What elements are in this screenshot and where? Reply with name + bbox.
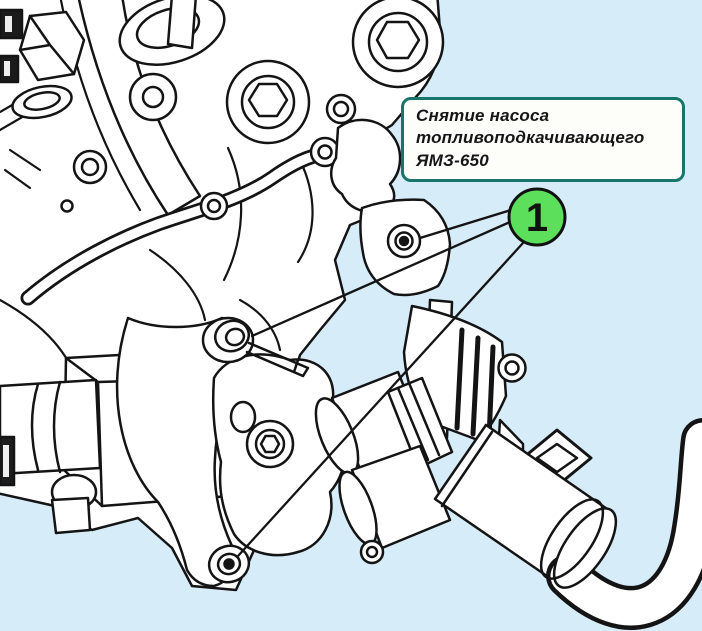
mounting-bolt-middle-removed <box>201 316 310 378</box>
callout-circle <box>507 187 567 247</box>
figure-caption-box: Снятие насоса топливоподкачивающего ЯМЗ-… <box>401 97 685 183</box>
pillar <box>166 0 197 50</box>
caption-line-3: ЯМЗ-650 <box>416 150 489 170</box>
hex-bolt-top-left <box>11 10 86 120</box>
ring-bosses <box>60 72 178 213</box>
mounting-bolt-upper <box>386 223 422 259</box>
callout-leader-lines <box>236 208 525 558</box>
callout-badge: 1 <box>507 187 567 247</box>
small-ring <box>359 539 385 565</box>
flange-hole <box>229 400 257 434</box>
cooling-fins <box>454 327 496 441</box>
front-flanges <box>225 0 445 145</box>
caption-line-2: топливоподкачивающего <box>416 128 645 148</box>
outlet-hose <box>546 418 702 630</box>
pump-port-ring <box>497 353 527 383</box>
barrel-end-cap <box>539 498 618 589</box>
socket-head-bolt <box>245 419 295 469</box>
caption-line-1: Снятие насоса <box>416 106 550 125</box>
fuel-pipe <box>20 136 341 306</box>
connector-blocks <box>0 8 24 84</box>
callout-number: 1 <box>526 196 548 240</box>
